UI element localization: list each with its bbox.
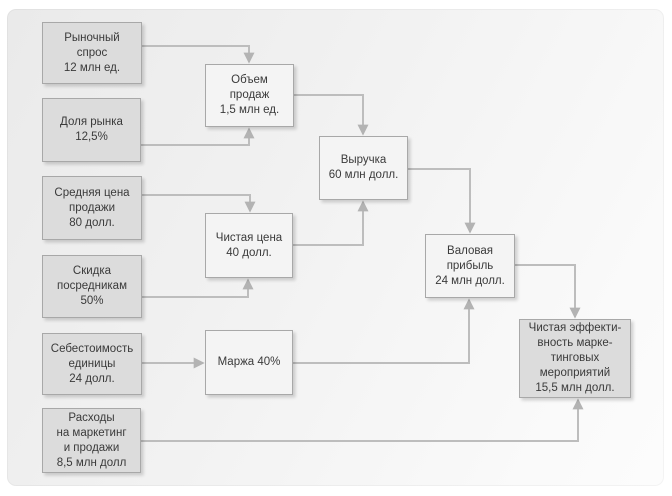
box-marketing-expenses-label: Расходы на маркетинг и продажи 8,5 млн д… <box>56 411 127 469</box>
box-net-marketing-effectiveness-label: Чистая эффекти- вность марке- тинговых м… <box>528 322 622 394</box>
box-intermediary-discount: Скидка посредникам 50% <box>42 255 142 318</box>
box-unit-cost-label: Себестоимость единицы 24 долл. <box>50 342 134 385</box>
box-market-demand-label: Рыночный спрос 12 млн ед. <box>63 31 121 74</box>
box-revenue-label: Выручка 60 млн долл. <box>328 154 399 181</box>
box-average-selling-price-label: Средняя цена продажи 80 долл. <box>54 186 130 229</box>
box-market-share-label: Доля рынка 12,5% <box>60 116 123 143</box>
box-market-share: Доля рынка 12,5% <box>42 98 141 162</box>
box-net-price: Чистая цена 40 долл. <box>205 213 293 278</box>
box-intermediary-discount-label: Скидка посредникам 50% <box>57 265 127 307</box>
box-revenue: Выручка 60 млн долл. <box>319 136 408 200</box>
box-margin-label: Маржа 40% <box>217 356 281 368</box>
box-market-demand: Рыночный спрос 12 млн ед. <box>42 22 142 84</box>
box-net-marketing-effectiveness: Чистая эффекти- вность марке- тинговых м… <box>519 319 631 398</box>
box-gross-profit-label: Валовая прибыль 24 млн долл. <box>435 244 505 287</box>
box-unit-cost: Себестоимость единицы 24 долл. <box>42 333 142 395</box>
box-margin: Маржа 40% <box>205 330 293 395</box>
box-net-price-label: Чистая цена 40 долл. <box>215 231 283 259</box>
box-marketing-expenses: Расходы на маркетинг и продажи 8,5 млн д… <box>42 408 141 473</box>
box-gross-profit: Валовая прибыль 24 млн долл. <box>425 234 515 298</box>
box-sales-volume: Объем продаж 1,5 млн ед. <box>205 64 294 127</box>
box-sales-volume-label: Объем продаж 1,5 млн ед. <box>219 74 280 116</box>
box-average-selling-price: Средняя цена продажи 80 долл. <box>42 176 142 240</box>
